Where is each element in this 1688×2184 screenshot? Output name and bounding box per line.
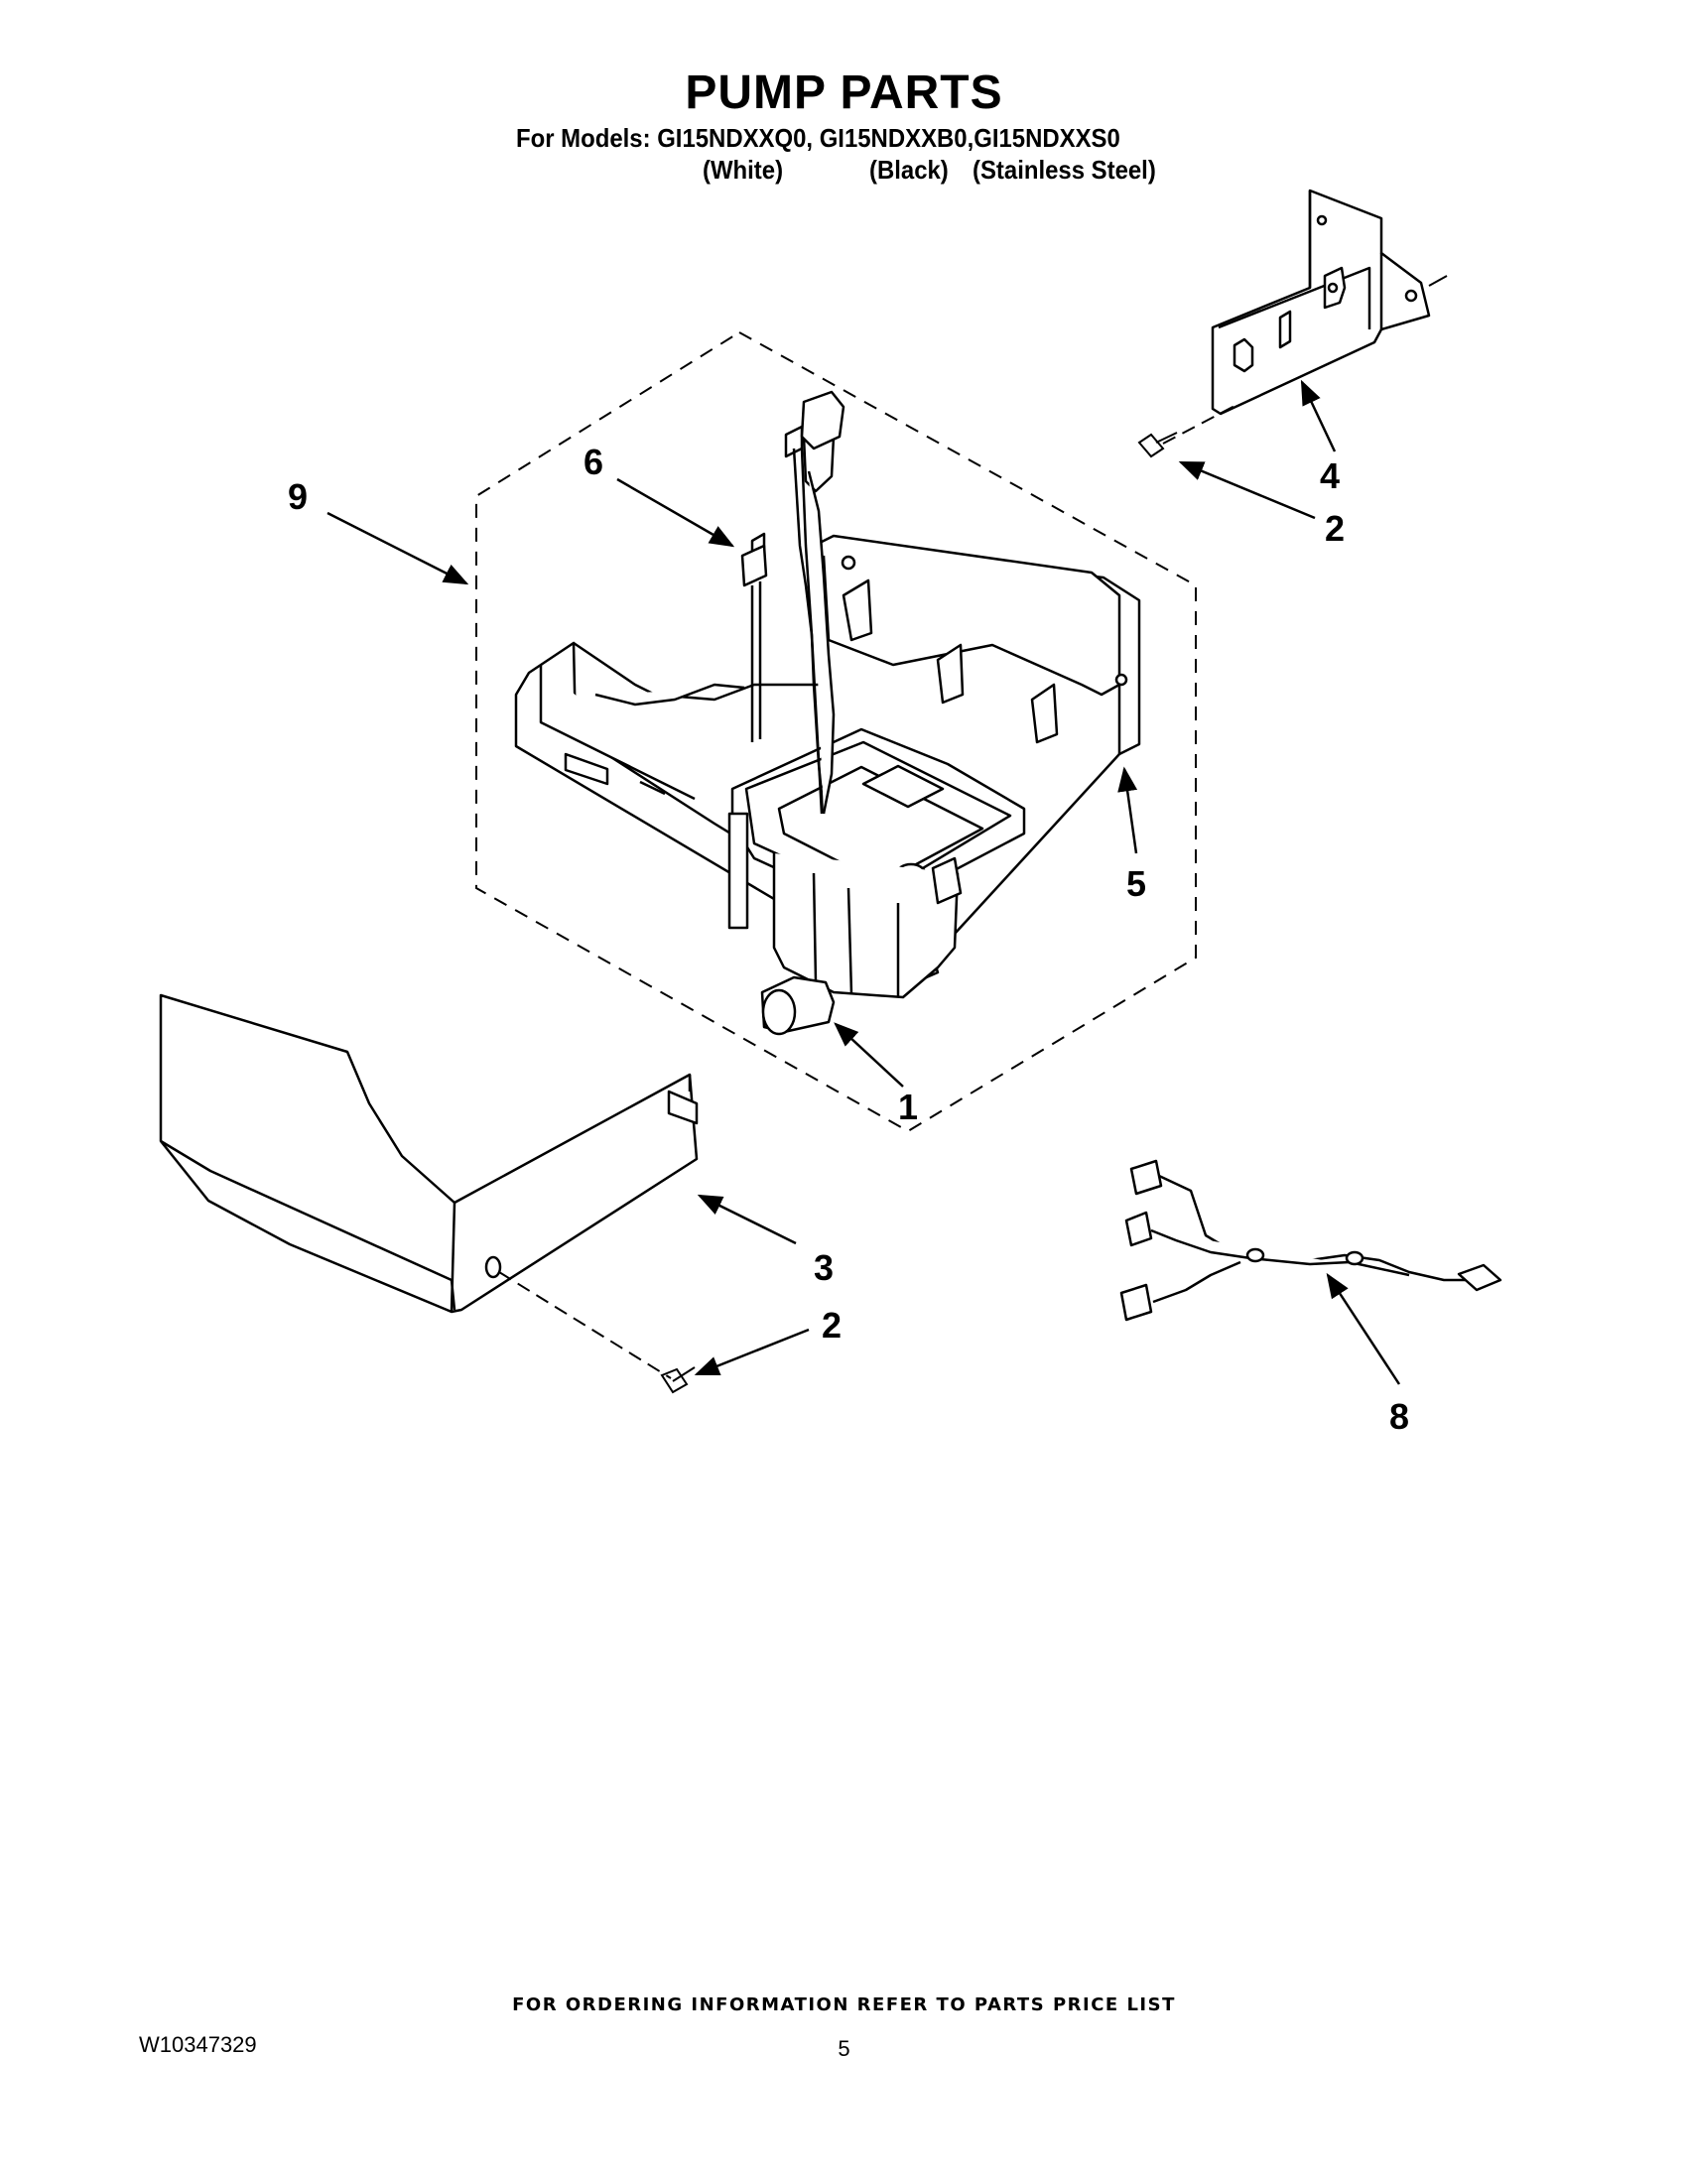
color-label-black: (Black) bbox=[869, 155, 949, 185]
callout-6: 6 bbox=[584, 442, 603, 482]
mounting-bracket bbox=[1211, 189, 1431, 416]
bracket-screw-axis bbox=[1428, 275, 1448, 287]
screw-lower-axis bbox=[498, 1271, 672, 1379]
callout-1: 1 bbox=[898, 1087, 918, 1127]
pump-motor-body bbox=[727, 812, 963, 1036]
color-label-white: (White) bbox=[703, 155, 784, 185]
page-title: PUMP PARTS bbox=[685, 66, 1003, 119]
arrow-8 bbox=[1326, 1272, 1401, 1385]
page-number: 5 bbox=[838, 2036, 850, 2061]
arrow-6 bbox=[616, 477, 735, 548]
document-number: W10347329 bbox=[139, 2032, 257, 2057]
callout-3: 3 bbox=[814, 1247, 834, 1288]
screw-lower bbox=[660, 1366, 696, 1394]
color-label-stainless: (Stainless Steel) bbox=[973, 155, 1156, 185]
arrow-1 bbox=[834, 1022, 904, 1088]
callout-4: 4 bbox=[1320, 455, 1340, 496]
callout-2-lower: 2 bbox=[822, 1305, 842, 1346]
callout-9: 9 bbox=[288, 476, 308, 517]
pump-wire-harness bbox=[740, 390, 845, 815]
arrow-5 bbox=[1117, 766, 1138, 854]
wire-harness bbox=[1119, 1159, 1502, 1322]
arrow-2-upper bbox=[1178, 460, 1316, 520]
arrow-9 bbox=[326, 511, 469, 585]
callout-2-upper: 2 bbox=[1325, 508, 1345, 549]
arrow-3 bbox=[697, 1194, 797, 1245]
callout-5: 5 bbox=[1126, 863, 1146, 904]
bracket-screw-axis-2 bbox=[1162, 404, 1237, 445]
callout-8: 8 bbox=[1389, 1396, 1409, 1437]
screw-upper bbox=[1137, 432, 1178, 458]
ordering-info-note: FOR ORDERING INFORMATION REFER TO PARTS … bbox=[512, 1994, 1176, 2015]
pump-cover-panel bbox=[159, 993, 699, 1314]
arrow-4 bbox=[1300, 379, 1337, 452]
models-line: For Models: GI15NDXXQ0, GI15NDXXB0,GI15N… bbox=[516, 123, 1120, 153]
arrow-2-lower bbox=[694, 1328, 810, 1376]
